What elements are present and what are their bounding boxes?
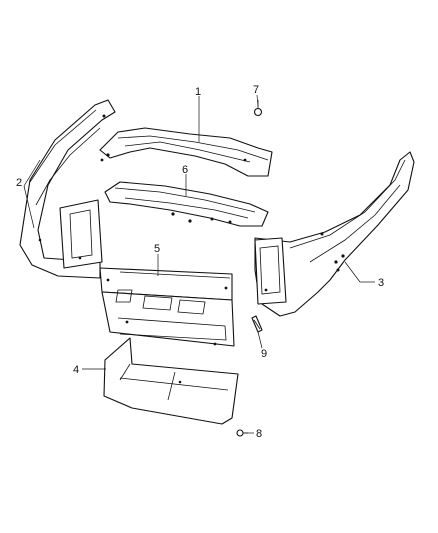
callout-3: 3 bbox=[378, 277, 384, 289]
callout-2: 2 bbox=[16, 177, 22, 189]
callout-labels: 1 2 3 4 5 6 7 8 9 bbox=[16, 84, 384, 440]
right-frame-rail bbox=[254, 151, 415, 317]
stud-9 bbox=[251, 315, 263, 333]
leader-lines bbox=[23, 94, 375, 434]
callout-6: 6 bbox=[182, 164, 188, 176]
callout-1: 1 bbox=[195, 86, 201, 98]
bolt-8 bbox=[236, 429, 248, 437]
upper-cross-member bbox=[99, 127, 273, 177]
callout-5: 5 bbox=[154, 243, 160, 255]
left-frame-rail bbox=[19, 99, 116, 279]
callout-7: 7 bbox=[253, 84, 259, 96]
callout-4: 4 bbox=[73, 364, 79, 376]
callout-8: 8 bbox=[256, 428, 262, 440]
lower-splash-shield bbox=[103, 337, 239, 425]
callout-9: 9 bbox=[261, 348, 267, 360]
middle-cross-member bbox=[104, 181, 269, 227]
radiator-support-panel bbox=[99, 267, 235, 347]
